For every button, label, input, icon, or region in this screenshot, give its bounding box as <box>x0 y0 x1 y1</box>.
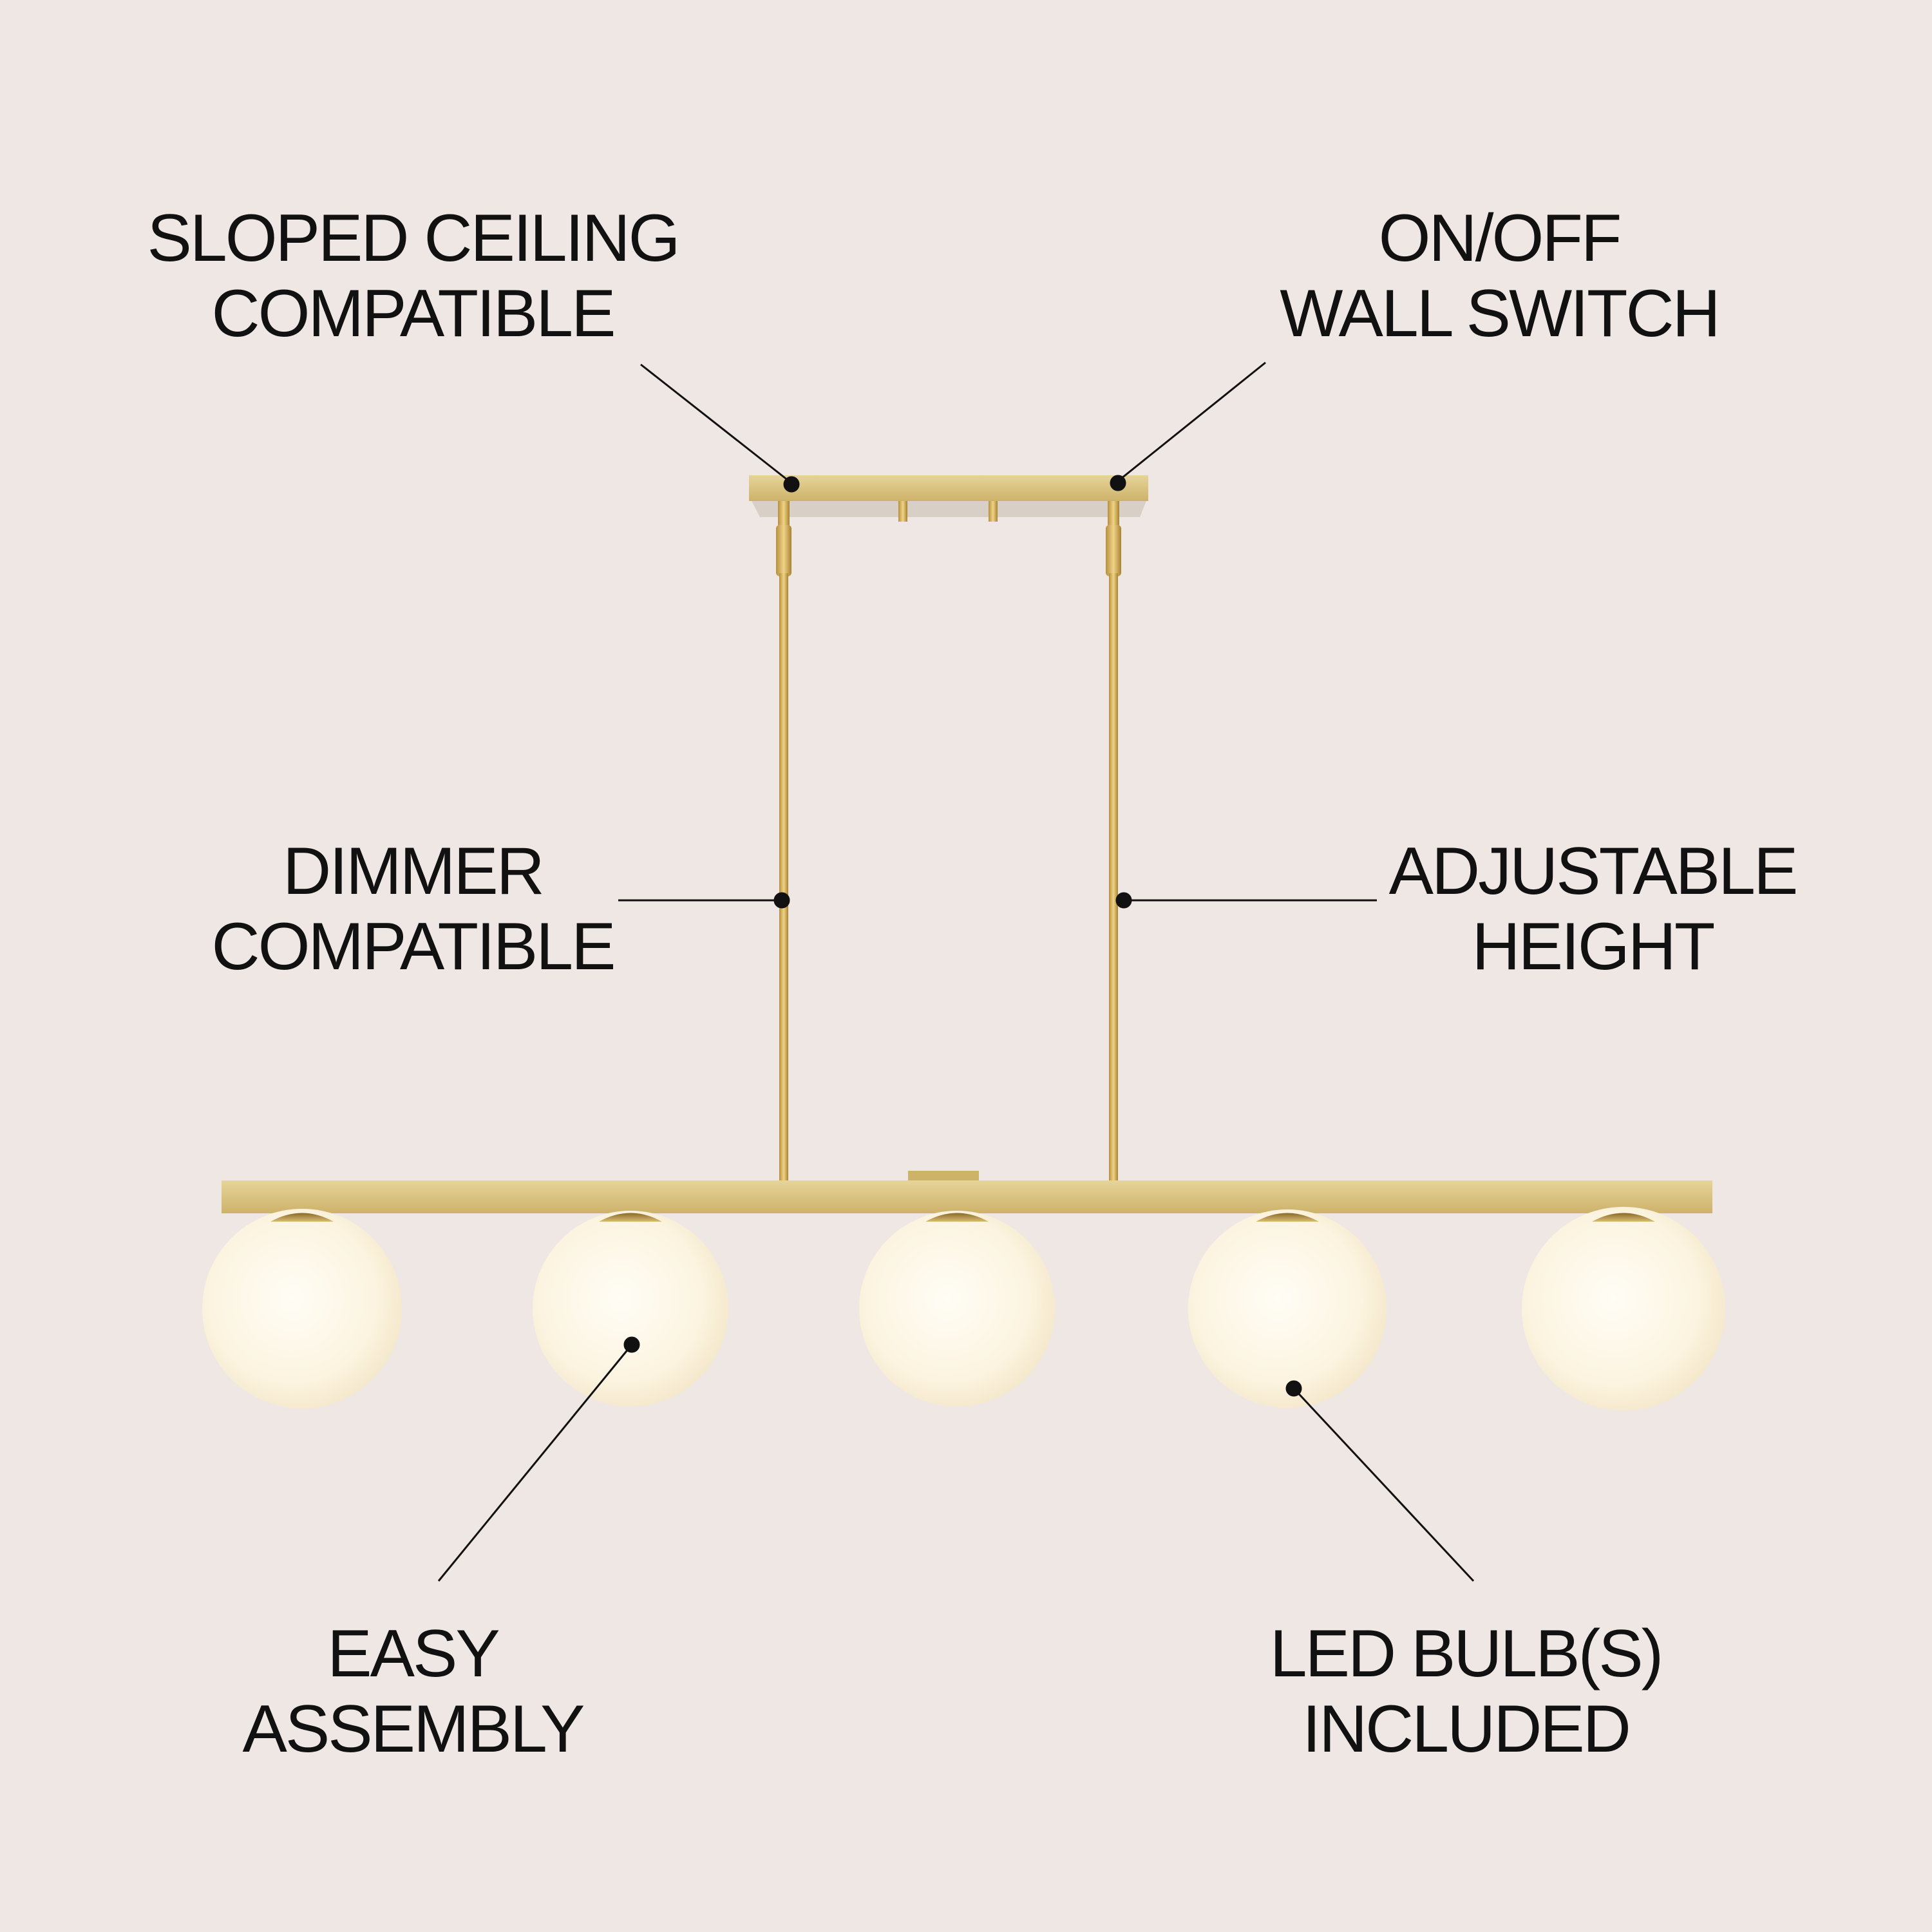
globe-3 <box>859 1211 1055 1406</box>
feature-line: LED BULB(S) <box>1269 1616 1664 1691</box>
feature-line: COMPATIBLE <box>211 909 616 984</box>
fixture-bar <box>222 1171 1712 1213</box>
feature-line: HEIGHT <box>1472 909 1716 984</box>
feature-line: ON/OFF <box>1378 201 1622 276</box>
globe-1 <box>202 1209 402 1408</box>
feature-line: SLOPED CEILING <box>147 201 681 276</box>
callout-lines <box>437 361 1475 1582</box>
feature-wall-switch: ON/OFF WALL SWITCH <box>1280 201 1721 352</box>
feature-line: COMPATIBLE <box>211 276 616 351</box>
suspension-rods <box>776 501 1121 1182</box>
globe-4 <box>1188 1209 1387 1408</box>
feature-sloped-ceiling: SLOPED CEILING COMPATIBLE <box>147 201 681 352</box>
feature-dimmer: DIMMER COMPATIBLE <box>211 834 616 985</box>
globe-2 <box>533 1211 728 1406</box>
feature-line: ADJUSTABLE <box>1388 834 1799 909</box>
ceiling-canopy <box>749 475 1148 522</box>
feature-line: EASY <box>327 1616 500 1691</box>
feature-line: DIMMER <box>283 834 545 909</box>
feature-easy-assembly: EASY ASSEMBLY <box>242 1616 585 1767</box>
feature-line: ASSEMBLY <box>242 1692 585 1766</box>
feature-line: INCLUDED <box>1302 1692 1631 1766</box>
feature-line: WALL SWITCH <box>1280 276 1721 351</box>
feature-led-bulbs: LED BULB(S) INCLUDED <box>1269 1616 1664 1767</box>
feature-adjustable-height: ADJUSTABLE HEIGHT <box>1388 834 1799 985</box>
globe-shades <box>202 1207 1725 1410</box>
globe-5 <box>1522 1207 1725 1410</box>
